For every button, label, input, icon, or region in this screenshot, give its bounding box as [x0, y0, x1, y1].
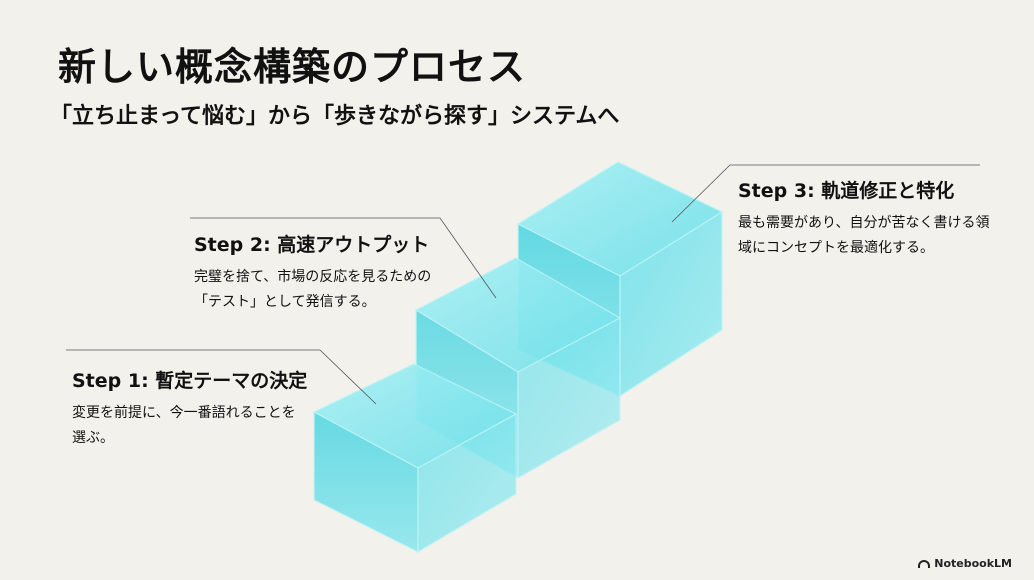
- step-3-caption: Step 3: 軌道修正と特化 最も需要があり、自分が苦なく書ける領域にコンセプ…: [738, 176, 990, 261]
- brand-label: NotebookLM: [934, 557, 1012, 570]
- step-2-caption: Step 2: 高速アウトプット 完璧を捨て、市場の反応を見るための「テスト」と…: [194, 230, 444, 315]
- step-2-title: Step 2: 高速アウトプット: [194, 234, 430, 256]
- step-2-side-face: [517, 317, 621, 480]
- page-title: 新しい概念構築のプロセス: [58, 44, 527, 89]
- notebooklm-logo-icon: [918, 559, 931, 568]
- step-1-description: 変更を前提に、今一番語れることを選ぶ。: [72, 405, 296, 446]
- step-1-title: Step 1: 暫定テーマの決定: [72, 370, 308, 392]
- step-1-leader-line: [66, 349, 377, 405]
- step-3-title: Step 3: 軌道修正と特化: [738, 180, 955, 202]
- step-1-side-face: [417, 412, 517, 554]
- notebooklm-watermark: NotebookLM: [918, 557, 1012, 570]
- step-2-description: 完璧を捨て、市場の反応を見るための「テスト」として発信する。: [194, 269, 432, 310]
- page-subtitle: 「立ち止まって悩む」から「歩きながら探す」システムへ: [50, 104, 620, 129]
- step-1-caption: Step 1: 暫定テーマの決定 変更を前提に、今一番語れることを選ぶ。: [72, 366, 308, 451]
- step-3-leader-line: [671, 164, 980, 223]
- step-3-description: 最も需要があり、自分が苦なく書ける領域にコンセプトを最適化する。: [738, 215, 990, 256]
- step-2-leader-line: [190, 217, 497, 299]
- step-1-block: [312, 363, 518, 554]
